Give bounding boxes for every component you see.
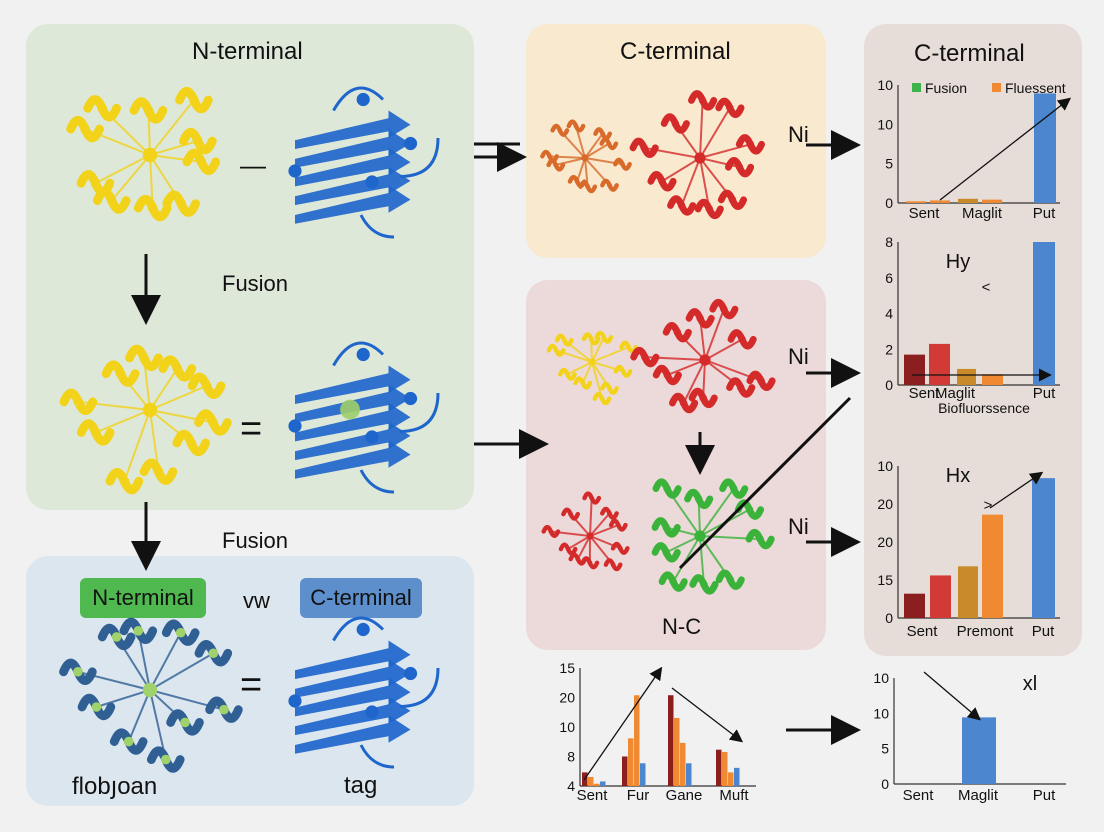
- tag-label: tag: [344, 772, 378, 799]
- equals-sign-1: =: [240, 408, 263, 450]
- y-tick-label: 10: [559, 719, 575, 735]
- chart-4-bar: [722, 751, 728, 786]
- chart-4-bar: [728, 772, 734, 786]
- y-tick-label: 10: [873, 670, 889, 686]
- y-tick-label: 0: [881, 776, 889, 792]
- chart-4-bar: [668, 695, 674, 786]
- x-tick-label: Sent: [577, 787, 609, 804]
- chart-4-bar: [600, 781, 606, 786]
- chart-4-bar: [634, 695, 640, 786]
- y-tick-label: 5: [881, 741, 889, 757]
- x-tick-label: Fur: [627, 787, 650, 804]
- y-tick-label: 4: [567, 778, 575, 794]
- ni-label-1: Ni: [788, 122, 809, 147]
- x-tick-label: Gane: [666, 787, 703, 804]
- results-panel: [864, 24, 1082, 656]
- x-tick-label: Maglit: [958, 787, 999, 804]
- equals-sign-2: =: [240, 664, 263, 706]
- fusion-label-2: Fusion: [222, 528, 289, 553]
- chart-5-bar: [962, 717, 996, 784]
- chart-4-bar: [582, 772, 588, 786]
- nc-panel: [526, 280, 826, 650]
- chart-5-trend-arrow: [923, 671, 981, 721]
- y-tick-label: 20: [559, 690, 575, 706]
- chart-4-trend-arrow-up: [583, 666, 663, 781]
- chart-4-bar: [734, 767, 740, 786]
- x-tick-label: Sent: [903, 787, 935, 804]
- chart-4-bar: [686, 763, 692, 786]
- results-panel-title: C-terminal: [914, 40, 1025, 67]
- chart-5-title: xl: [1023, 673, 1037, 695]
- nterm-panel-title: N-terminal: [192, 38, 303, 65]
- cterm-tag-pill: C-terminal: [300, 578, 422, 618]
- y-tick-label: 15: [559, 660, 575, 676]
- fusion-label-1: Fusion: [222, 271, 289, 296]
- chart-4-bar: [680, 742, 686, 786]
- vw-label: vw: [243, 588, 270, 613]
- link-dash: —: [240, 150, 266, 180]
- chart-4-bar: [622, 756, 628, 786]
- chart-4-bar: [588, 776, 594, 786]
- x-tick-label: Muft: [719, 787, 749, 804]
- x-tick-label: Put: [1033, 787, 1056, 804]
- ni-label-2: Ni: [788, 344, 809, 369]
- nc-label: N-C: [662, 614, 702, 639]
- chart-4-trend-arrow-down: [671, 687, 744, 743]
- chart-4-bar: [628, 738, 634, 786]
- cterm-panel-title: C-terminal: [620, 38, 731, 65]
- y-tick-label: 8: [567, 749, 575, 765]
- chart-4-bar: [640, 763, 646, 786]
- chart-4-bar: [716, 749, 722, 786]
- ni-label-3: Ni: [788, 514, 809, 539]
- chart-4-bar: [594, 783, 600, 786]
- flobjoan-label: flobյoan: [72, 773, 158, 800]
- chart-4-bar: [674, 717, 680, 786]
- nterm-tag-pill: N-terminal: [80, 578, 206, 618]
- y-tick-label: 10: [873, 705, 889, 721]
